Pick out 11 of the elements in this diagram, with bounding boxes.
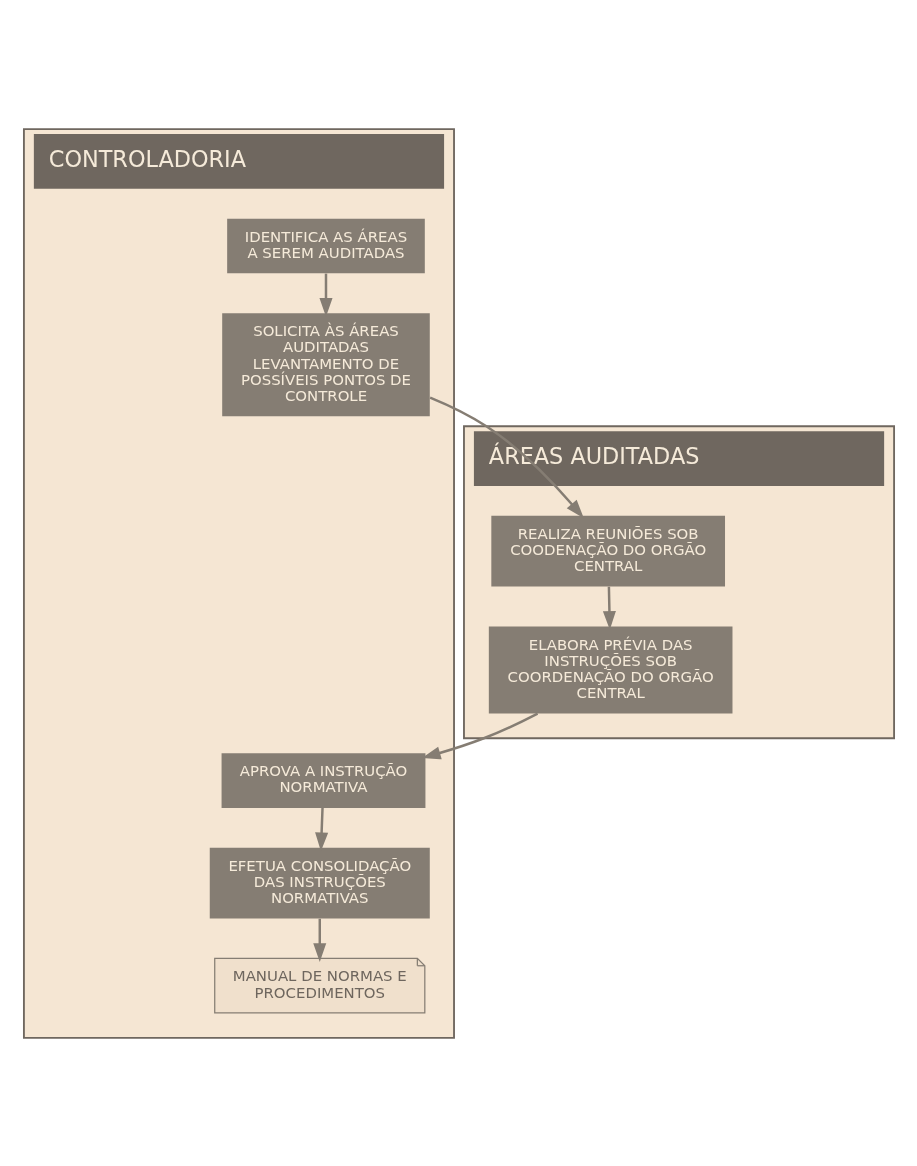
arrow <box>318 273 333 317</box>
arrow <box>312 918 326 962</box>
node-box: IDENTIFICA AS ÁREAS A SEREM AUDITADAS <box>226 218 425 273</box>
arrow <box>314 807 328 851</box>
arrow <box>429 395 584 518</box>
node-box: APROVA A INSTRUÇÃO NORMATIVA <box>221 752 425 808</box>
node-box: ELABORA PRÉVIA DAS INSTRUÇÕES SOB COORDENAÇÃO DO ORGÃO CENTRAL <box>488 625 732 713</box>
node-box: SOLICITA ÀS ÁREAS AUDITADAS LEVANTAMENTO DE POSSÍVEIS PONTOS DE CONTROLE <box>221 312 430 416</box>
arrow <box>602 586 616 630</box>
node-box: REALIZA REUNIÕES SOB COODENAÇÃO DO ORGÃO CENTRAL <box>490 515 725 587</box>
node-box: EFETUA CONSOLIDAÇÃO DAS INSTRUÇÕES NORMATIVAS <box>209 847 430 918</box>
